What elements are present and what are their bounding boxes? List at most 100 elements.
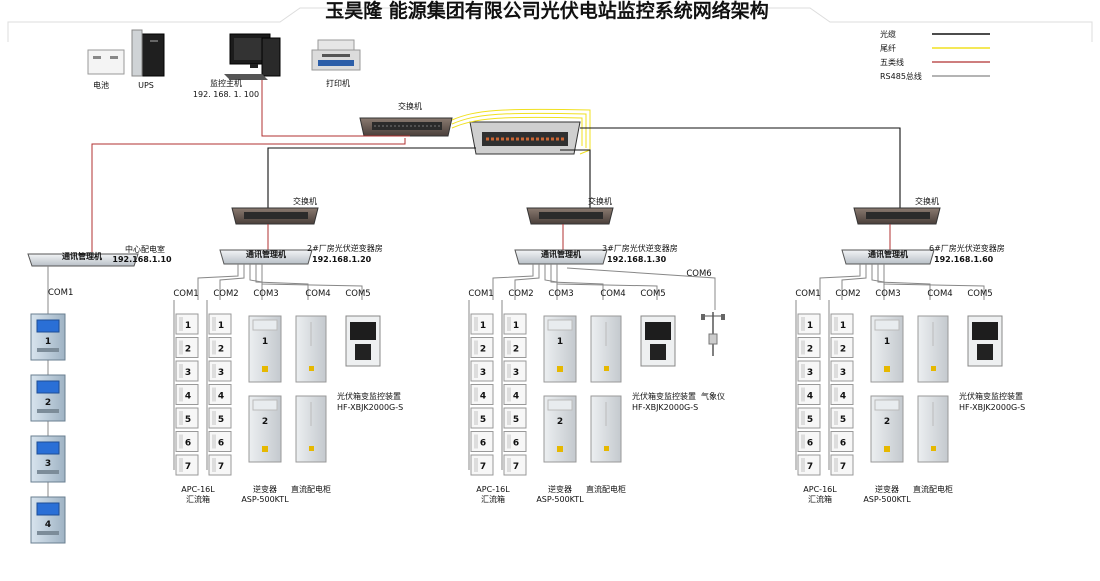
legend: 光缆 尾纤 五类线 RS485总线 (880, 29, 990, 81)
house-room-name: 3#厂房光伏逆变器房 (602, 243, 678, 253)
page-title: 玉昊隆 能源集团有限公司光伏电站监控系统网络架构 (325, 0, 769, 22)
legend-rs485-label: RS485总线 (880, 71, 922, 81)
com-port-label: COM3 (548, 289, 573, 299)
rs485-line (556, 264, 658, 300)
combiner-number: 2 (480, 345, 486, 355)
main-switch-icon (359, 117, 453, 137)
combiner-number: 4 (840, 392, 846, 402)
house-room-ip: 192.168.1.20 (312, 255, 372, 264)
com-port-label: COM4 (927, 289, 952, 299)
combiner-number: 2 (185, 345, 191, 355)
center-room-name: 中心配电室 (125, 244, 165, 254)
combiner-number: 7 (840, 462, 846, 472)
house-comm-manager-label: 通讯管理机 (868, 249, 908, 259)
house-comm-manager-icon (514, 249, 608, 265)
relay-unit (30, 374, 66, 422)
house-room-ip: 192.168.1.60 (934, 255, 994, 264)
com-port-label: COM2 (835, 289, 860, 299)
center-com1-label: COM1 (48, 288, 73, 298)
combiner-number: 3 (840, 368, 846, 378)
weather-station-label: 气象仪 (701, 391, 725, 401)
relay-number: 1 (45, 337, 51, 347)
combiner-number: 5 (218, 415, 224, 425)
legend-cat5-label: 五类线 (880, 57, 904, 67)
combiner-number: 1 (513, 321, 519, 331)
com-port-label: COM4 (305, 289, 330, 299)
com-port-label: COM1 (795, 289, 820, 299)
house-switch-label: 交换机 (588, 196, 612, 206)
monitor-host-label: 监控主机 (210, 78, 242, 88)
combiner-number: 3 (185, 368, 191, 378)
main-switch-label: 交换机 (398, 101, 422, 111)
com-port-label: COM3 (875, 289, 900, 299)
legend-pigtail-label: 尾纤 (880, 43, 896, 53)
combiner-number: 2 (840, 345, 846, 355)
combiner-number: 2 (513, 345, 519, 355)
inverter-model: ASP-500KTL (241, 495, 289, 504)
house-switch-label: 交换机 (293, 196, 317, 206)
combiner-number: 2 (218, 345, 224, 355)
house-comm-manager-icon (219, 249, 313, 265)
combiner-number: 4 (513, 392, 519, 402)
combiner-number: 4 (218, 392, 224, 402)
box-monitor-model: HF-XBJK2000G-S (632, 403, 698, 412)
com-port-label: COM3 (253, 289, 278, 299)
com-port-label: COM2 (508, 289, 533, 299)
combiner-number: 7 (513, 462, 519, 472)
inverter-label: 逆变器 (875, 484, 899, 494)
relay-number: 2 (45, 398, 51, 408)
combiner-number: 6 (480, 439, 486, 449)
combiner-number: 4 (807, 392, 813, 402)
dc-cabinet-label: 直流配电柜 (291, 484, 331, 494)
com-port-label: COM1 (468, 289, 493, 299)
combiner-number: 4 (185, 392, 191, 402)
relay-unit (30, 435, 66, 483)
combiner-number: 2 (807, 345, 813, 355)
combiner-number: 4 (480, 392, 486, 402)
inverter-model: ASP-500KTL (863, 495, 911, 504)
combiner-number: 5 (840, 415, 846, 425)
center-room-ip: 192.168.1.10 (112, 255, 172, 264)
inverter-number: 2 (557, 417, 563, 427)
printer-label: 打印机 (326, 78, 350, 88)
com-port-label: COM5 (967, 289, 992, 299)
combiner-number: 1 (840, 321, 846, 331)
combiner-number: 5 (480, 415, 486, 425)
house-comm-manager-label: 通讯管理机 (246, 249, 286, 259)
battery-icon (87, 49, 125, 75)
combiner-number: 5 (807, 415, 813, 425)
rs485-line (841, 264, 867, 300)
ups-icon (131, 29, 165, 77)
inverter-label: 逆变器 (548, 484, 572, 494)
combiner-type-label: 汇流箱 (481, 494, 505, 504)
combiner-number: 3 (807, 368, 813, 378)
inverter-label: 逆变器 (253, 484, 277, 494)
inverter-number: 2 (884, 417, 890, 427)
combiner-number: 7 (218, 462, 224, 472)
combiner-model-label: APC-16L (803, 485, 837, 494)
combiner-number: 3 (480, 368, 486, 378)
box-monitor-label: 光伏箱变监控装置 (959, 391, 1023, 401)
relay-unit (30, 496, 66, 544)
ups-label: UPS (138, 81, 154, 90)
combiner-number: 6 (513, 439, 519, 449)
house-switch-label: 交换机 (915, 196, 939, 206)
com-port-label: COM2 (213, 289, 238, 299)
inverter-number: 2 (262, 417, 268, 427)
house-comm-manager-icon (841, 249, 935, 265)
box-monitor-model: HF-XBJK2000G-S (337, 403, 403, 412)
combiner-number: 1 (807, 321, 813, 331)
dc-cabinet-label: 直流配电柜 (913, 484, 953, 494)
house-room-name: 2#厂房光伏逆变器房 (307, 243, 383, 253)
inverter-model: ASP-500KTL (536, 495, 584, 504)
combiner-number: 7 (807, 462, 813, 472)
combiner-number: 3 (218, 368, 224, 378)
combiner-number: 7 (480, 462, 486, 472)
rs485-line (197, 264, 239, 300)
dc-cabinet-label: 直流配电柜 (586, 484, 626, 494)
